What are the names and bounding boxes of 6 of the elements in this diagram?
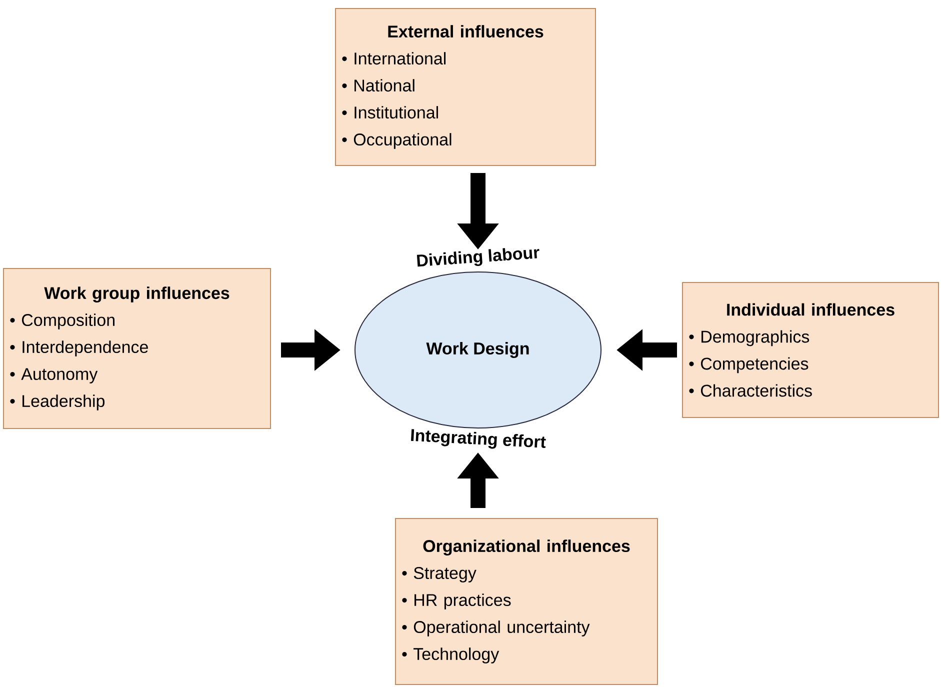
influence-box: Individual influences • Demographics • Competencies • Characteristics bbox=[682, 282, 939, 418]
influence-box: External influences • International • National • Institutional • Occupational bbox=[335, 8, 596, 166]
influence-box: Organizational influences • Strategy • HR practices • Operational uncertainty • Technology bbox=[395, 518, 658, 685]
influence-box: Work group influences • Composition • Interdependence • Autonomy • Leadership bbox=[3, 268, 271, 429]
arc-label: Integrating effort bbox=[411, 429, 546, 449]
arc-label: Dividing labour bbox=[416, 248, 540, 267]
